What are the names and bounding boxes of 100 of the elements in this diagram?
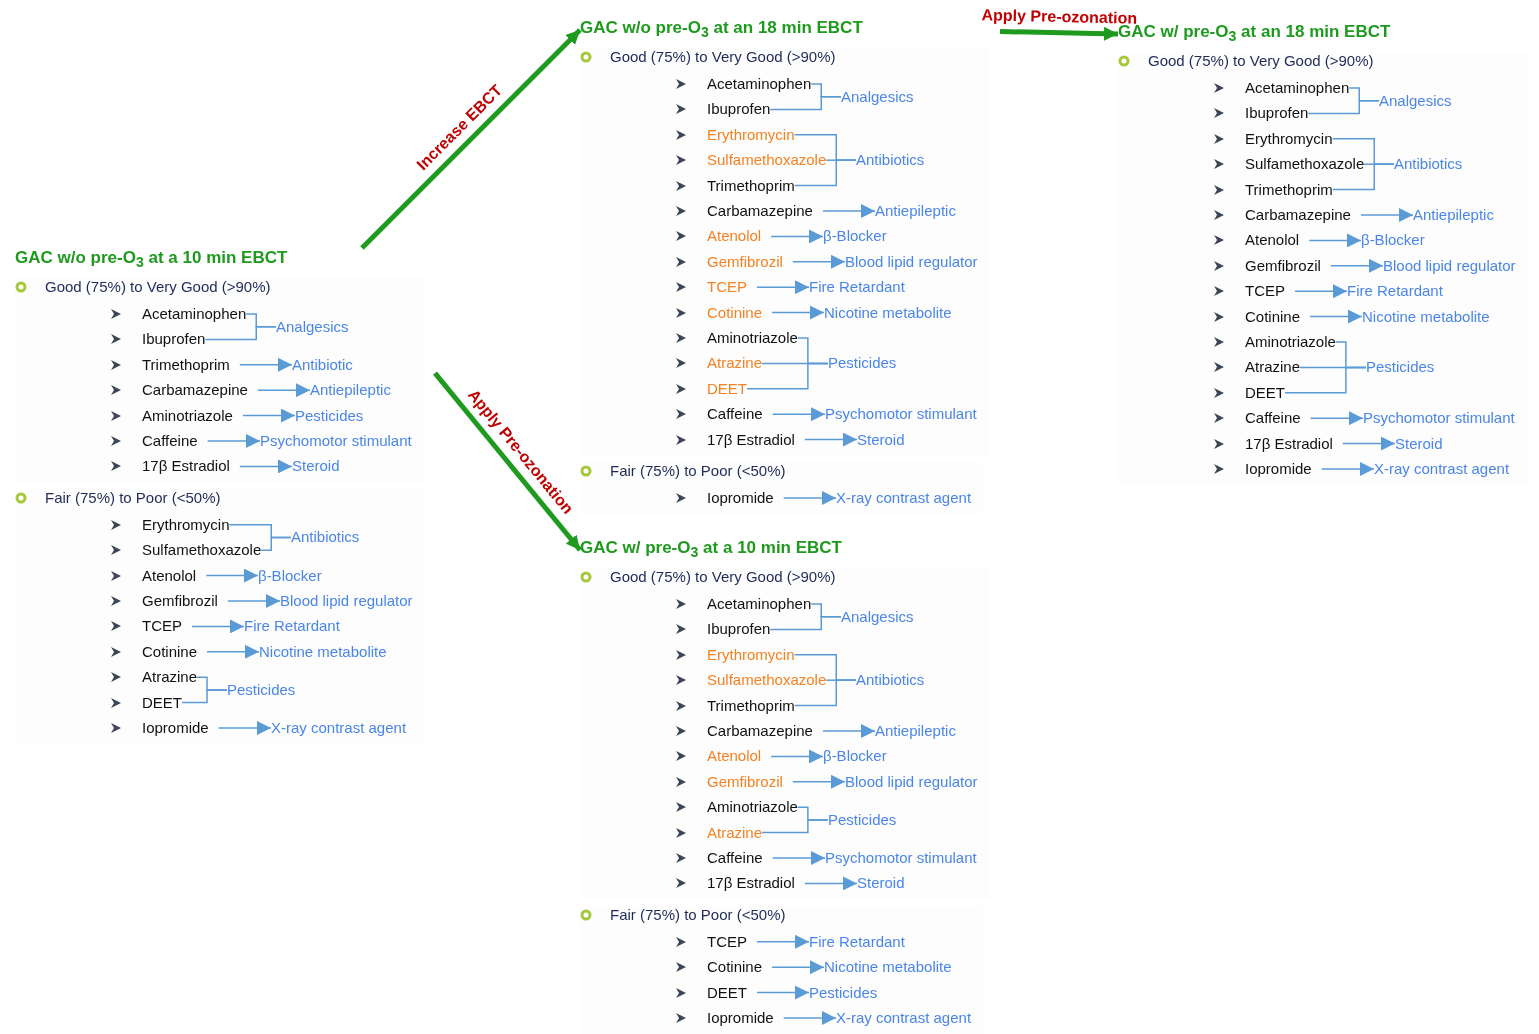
category-label: Antibiotics [1394,155,1463,174]
arrow [242,408,296,423]
bracket-line [260,536,292,551]
compound-name: Ibuprofen [1245,104,1309,123]
arrow [1309,309,1363,324]
compound-name: Iopromide [142,719,209,737]
compound-name: Atrazine [707,354,763,373]
category-label: Fire Retardant [809,278,905,297]
category-label: β-Blocker [823,747,887,766]
category-label: X-ray contrast agent [271,719,407,737]
arrow [771,851,826,865]
compound-name: Atrazine [707,823,763,842]
bracket-line [181,689,228,704]
arrow [1342,436,1396,451]
arrow [782,491,837,505]
compound-name: Trimethoprim [1245,180,1333,199]
flow-arrow [433,371,582,552]
compound-name: Sulfamethoxazole [142,541,262,560]
category-label: Pesticides [828,354,897,373]
compound-name: Cotinine [142,642,198,661]
compound-name: Acetaminophen [707,595,812,613]
arrow [239,357,293,372]
arrow [239,459,293,474]
bracket-line [769,95,842,111]
arrow [804,432,858,447]
compound-name: DEET [707,379,747,398]
category-label: Psychomotor stimulant [825,405,977,424]
category-label: Antiepileptic [1413,206,1494,224]
bracket-line [1307,99,1380,115]
category-label: Pesticides [1366,358,1435,377]
compound-name: Atrazine [1245,358,1301,377]
category-heading: Good (75%) to Very Good (>90%) [45,278,271,296]
compound-name: Atenolol [142,566,197,585]
compound-name: Sulfamethoxazole [1245,155,1365,174]
category-label: Antibiotics [856,151,925,170]
category-label: X-ray contrast agent [836,489,972,507]
compound-name: DEET [1245,383,1285,402]
category-label: Pesticides [809,983,878,1002]
panel-heading: GAC w/o pre-O$_{3}$ at a 10 min EBCT [15,248,288,273]
category-label: Nicotine metabolite [824,958,952,977]
compound-name: Aminotriazole [1245,333,1336,351]
compound-name: Ibuprofen [707,620,771,639]
flow-arrow [999,26,1119,41]
compound-name: Ibuprofen [142,330,206,349]
arrow [205,568,259,583]
compound-name: Trimethoprim [707,176,795,195]
compound-name: Erythromycin [142,515,230,534]
bracket-line [1284,366,1367,394]
panel-heading: GAC w/ pre-O$_{3}$ at a 10 min EBCT [580,538,842,563]
compound-name: Atenolol [707,227,762,246]
compound-name: Erythromycin [1245,129,1333,148]
arrow [756,280,810,295]
category-heading: Fair (75%) to Poor (<50%) [610,462,786,480]
category-label: Steroid [292,457,340,476]
category-label: X-ray contrast agent [1374,460,1510,478]
compound-name: Aminotriazole [707,798,798,817]
arrow [1294,284,1348,299]
arrow [756,985,810,1000]
panel-heading: GAC w/o pre-O$_{3}$ at an 18 min EBCT [580,18,863,43]
category-label: β-Blocker [1361,231,1425,250]
category-label: Steroid [857,430,905,449]
compound-name: Sulfamethoxazole [707,151,827,170]
compound-name: Erythromycin [707,645,795,664]
arrow [771,960,825,975]
category-label: X-ray contrast agent [836,1009,972,1027]
category-label: Antibiotics [291,528,360,547]
compound-name: Iopromide [707,489,774,507]
compound-name: Erythromycin [707,125,795,144]
arrow [257,383,311,398]
arrow [771,305,825,320]
compound-name: Iopromide [707,1009,774,1027]
category-label: β-Blocker [258,566,322,585]
category-label: Pesticides [227,680,296,699]
compound-name: Trimethoprim [707,696,795,715]
compound-name: Atrazine [142,668,198,687]
category-label: Analgesics [1379,91,1452,110]
arrow [822,724,876,738]
arrow [1320,462,1375,476]
category-label: Analgesics [841,607,914,626]
compound-name: Iopromide [1245,460,1312,478]
category-label: Antiepileptic [875,722,956,740]
category-label: Antibiotic [292,355,353,374]
arrow [771,407,826,422]
category-label: Antiepileptic [875,202,956,220]
compound-name: Gemfibrozil [142,592,218,610]
category-label: Steroid [857,874,905,893]
arrow [770,229,824,244]
compound-name: Aminotriazole [707,329,798,347]
category-label: Fire Retardant [1347,282,1443,301]
arrow [822,204,876,218]
bracket-line [769,615,842,631]
arrow [1360,208,1414,222]
flow-arrow [360,28,582,250]
category-label: Blood lipid regulator [845,772,978,791]
category-label: Nicotine metabolite [824,303,952,322]
bracket-line [761,819,829,834]
compound-name: Atenolol [1245,231,1300,250]
arrow [206,434,261,448]
compound-name: Carbamazepine [1245,206,1351,224]
compound-name: DEET [707,983,747,1002]
